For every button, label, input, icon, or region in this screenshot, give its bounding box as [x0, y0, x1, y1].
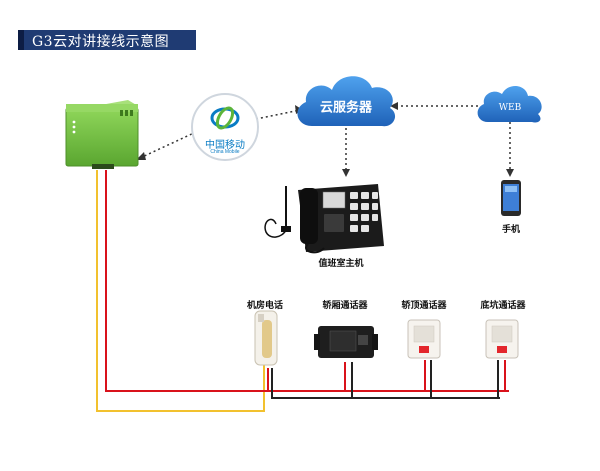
cloud-server-label: 云服务器 [319, 99, 373, 115]
network-links [139, 105, 511, 172]
gateway-top [66, 104, 138, 112]
china-mobile-badge [191, 93, 259, 161]
duty-host-label: 值班室主机 [318, 258, 364, 268]
key [372, 192, 378, 199]
key [372, 214, 378, 221]
g3-gateway [65, 100, 139, 169]
pit-intercom-button [497, 346, 507, 353]
machine-room-phone-device [254, 310, 278, 366]
arrow-to-duty-host [342, 169, 350, 177]
gateway-led-3 [72, 130, 76, 134]
machine-room-phone-label: 机房电话 [246, 300, 284, 310]
phone-keypad [324, 192, 378, 232]
arrow-to-phone [506, 169, 514, 177]
web-cloud-label: WEB [498, 103, 522, 113]
key [361, 203, 369, 210]
car-intercom-flange-left [314, 334, 320, 350]
link-gateway-chinamobile [139, 131, 197, 159]
key [350, 214, 358, 221]
key [361, 225, 369, 232]
pit-intercom-grille [491, 325, 513, 343]
wires [96, 170, 509, 412]
phone-handset [300, 188, 318, 244]
link-chinamobile-cloud [255, 109, 301, 120]
pit-intercom-label: 底坑通话器 [480, 300, 526, 310]
car-top-intercom-device [407, 319, 441, 359]
mobile-phone-device [501, 180, 521, 216]
mobile-screen-shine [505, 186, 517, 192]
duty-host-device [264, 184, 384, 254]
gateway-led-1 [72, 120, 76, 124]
yellow-wire [96, 170, 265, 412]
key [350, 203, 358, 210]
gateway-vent-1 [120, 110, 123, 116]
phone-cord [305, 243, 325, 254]
cloud-server [297, 76, 396, 127]
car-top-intercom-button [419, 346, 429, 353]
key [372, 203, 378, 210]
phone-screen [322, 191, 346, 209]
china-mobile-name-en: China Mobile [210, 149, 240, 155]
page-title: G3云对讲接线示意图 [32, 34, 170, 50]
machine-room-phone-handset [262, 320, 272, 358]
antenna-base [281, 226, 291, 232]
black-wire-main [271, 368, 500, 399]
gateway-vent-2 [125, 110, 128, 116]
key [324, 214, 344, 232]
gateway-led-2 [72, 125, 76, 129]
title-banner-edge [18, 30, 24, 50]
car-intercom-chip [358, 335, 368, 345]
mobile-phone-label: 手机 [501, 224, 521, 234]
gateway-connector [92, 164, 114, 169]
car-intercom-board [329, 330, 357, 352]
key [350, 225, 358, 232]
web-cloud-shape [477, 85, 542, 123]
key [361, 214, 369, 221]
web-cloud [477, 85, 542, 123]
car-intercom-flange-right [372, 334, 378, 350]
cloud-server-shape [297, 76, 396, 127]
pit-intercom-device [485, 319, 519, 359]
machine-room-phone-grille [258, 314, 264, 322]
key [350, 192, 358, 199]
antenna-cable [264, 218, 287, 238]
car-intercom-device [314, 326, 378, 358]
gateway-vent-3 [130, 110, 133, 116]
red-wire-main [105, 170, 509, 392]
arrow-to-cloud-from-web [390, 102, 398, 110]
china-mobile-name-cn: 中国移动 [205, 140, 245, 151]
car-top-intercom-grille [413, 325, 435, 343]
car-top-intercom-label: 轿顶通话器 [401, 300, 447, 310]
title-banner: G3云对讲接线示意图 [18, 30, 196, 50]
china-mobile-logo-ring-2 [215, 106, 235, 130]
key [361, 192, 369, 199]
gateway-body [65, 107, 139, 167]
car-intercom-label: 轿厢通话器 [322, 300, 368, 310]
